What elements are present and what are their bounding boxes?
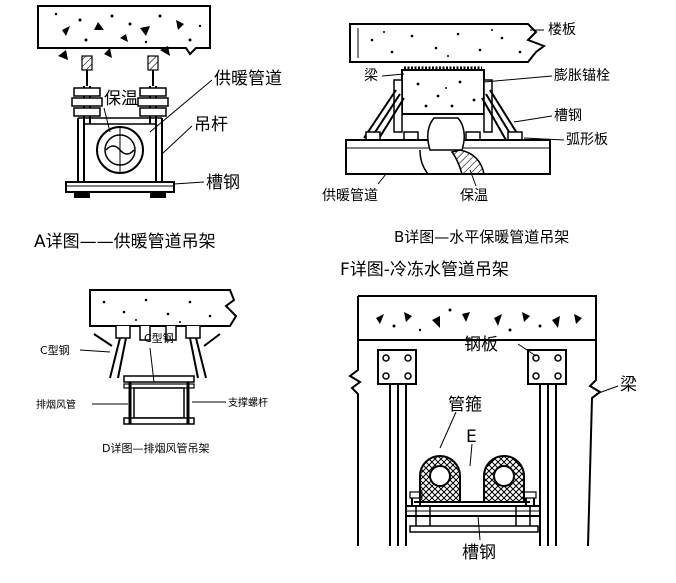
b-beam (401, 69, 485, 115)
panel-f: F详图-冷冻水管道吊架 (340, 260, 637, 563)
b-beam-label: 梁 (364, 68, 378, 84)
f-caption: F详图-冷冻水管道吊架 (340, 260, 509, 280)
a-nut-stack-left (71, 87, 103, 117)
f-hanger-left (389, 384, 407, 546)
d-frame-top (123, 375, 195, 383)
a-anchor-left (81, 55, 93, 71)
panel-b: 楼板 梁 膨胀锚栓 槽钢 弧形板 供暖管道 保温 B详图—水平保暖管道吊架 (322, 22, 610, 246)
b-arc-plate-label: 弧形板 (566, 132, 608, 148)
f-steel-plate-label: 钢板 (464, 335, 498, 355)
b-caption: B详图—水平保暖管道吊架 (394, 228, 569, 246)
a-heating-pipe-label: 供暖管道 (214, 69, 282, 89)
f-e-mark-label: E (466, 427, 477, 447)
a-slab-aggregate (54, 12, 202, 60)
a-channel-steel-label: 槽钢 (206, 173, 240, 193)
f-beam-label: 梁 (620, 375, 637, 395)
a-nut-stack-right (137, 87, 169, 117)
f-channel-steel-label: 槽钢 (462, 543, 496, 563)
d-smoke-duct (133, 387, 185, 419)
f-beam (348, 295, 602, 547)
b-expansion-bolt-label: 膨胀锚栓 (554, 67, 610, 84)
a-channel-steel (65, 181, 175, 193)
f-hanger-right (539, 384, 557, 546)
d-concrete-slab (89, 289, 238, 327)
d-caption: D详图—排烟风管吊架 (102, 441, 209, 455)
d-c-steel-left-label: C型钢 (40, 343, 70, 357)
a-concrete-slab (37, 5, 211, 56)
b-insulation-label: 保温 (460, 188, 488, 204)
b-floor-slab-label: 楼板 (548, 22, 576, 38)
f-pipe-right (483, 455, 525, 503)
f-pipe-clamp-label: 管箍 (448, 395, 482, 415)
d-smoke-duct-label: 排烟风管 (36, 398, 76, 411)
d-support-bolt-label: 支撑螺杆 (228, 396, 268, 409)
b-channel-steel-label: 槽钢 (554, 108, 582, 124)
f-pipe-left (419, 455, 461, 503)
a-caption: A详图——供暖管道吊架 (34, 232, 216, 252)
panel-d: C型钢 C型钢 排烟风管 支撑螺杆 D详图—排烟风管吊架 (36, 289, 268, 455)
a-hanger-rod-label: 吊杆 (194, 115, 228, 135)
a-insulation-label: 保温 (104, 89, 138, 109)
b-insulation-section (450, 149, 485, 175)
d-c-steel-mid-label: C型钢 (144, 331, 174, 345)
b-floor-slab (349, 23, 547, 63)
panel-a: 保温 供暖管道 吊杆 槽钢 A详图——供暖管道吊架 (34, 5, 282, 252)
a-anchor-right (147, 55, 159, 71)
b-heating-pipe-label: 供暖管道 (322, 188, 378, 204)
